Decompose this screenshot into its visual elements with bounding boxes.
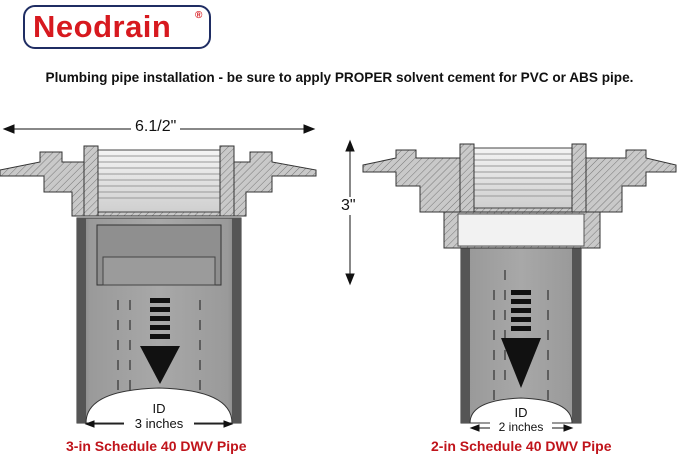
left-pipe-caption: 3-in Schedule 40 DWV Pipe bbox=[66, 438, 247, 454]
left-threaded-insert bbox=[96, 149, 222, 213]
installation-notice: Plumbing pipe installation - be sure to … bbox=[45, 70, 634, 85]
right-flow-arrow bbox=[501, 290, 541, 388]
left-id-size: 3 inches bbox=[124, 416, 194, 431]
left-id-label: ID bbox=[152, 401, 166, 416]
width-dimension-label: 6.1/2" bbox=[131, 118, 181, 136]
right-id-label: ID bbox=[514, 405, 528, 420]
neodrain-logo: Neodrain ® bbox=[23, 5, 211, 49]
left-drain-assembly bbox=[0, 145, 317, 428]
right-drain-assembly bbox=[362, 143, 677, 432]
height-dimension-label: 3" bbox=[337, 197, 360, 215]
right-id-size: 2 inches bbox=[490, 420, 552, 434]
left-flow-arrow bbox=[140, 298, 180, 384]
right-pipe-opening bbox=[469, 397, 573, 424]
logo-text: Neodrain bbox=[33, 9, 172, 44]
right-pipe-caption: 2-in Schedule 40 DWV Pipe bbox=[431, 438, 612, 454]
registered-mark: ® bbox=[195, 10, 203, 21]
right-pipe-body bbox=[460, 247, 582, 424]
left-pipe-opening bbox=[85, 387, 233, 424]
